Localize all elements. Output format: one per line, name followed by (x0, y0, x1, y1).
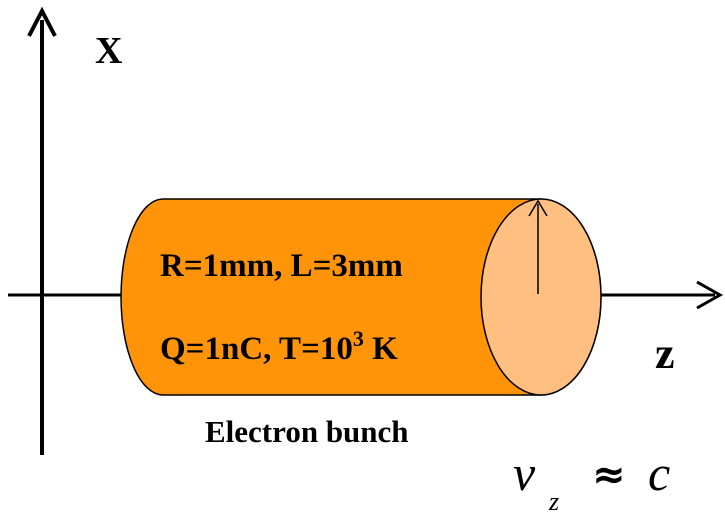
bunch-params-line1: R=1mm, L=3mm (160, 248, 403, 284)
z-axis-label: z (655, 329, 675, 378)
cylinder-end-face (480, 198, 602, 396)
params-line2-prefix: Q=1nC, T=10 (160, 331, 353, 367)
bunch-params-line2: Q=1nC, T=103 K (160, 326, 398, 367)
speed-of-light: c (648, 445, 670, 501)
velocity-relation: v z ≈ c (513, 445, 670, 516)
params-line2-suffix: K (364, 331, 398, 367)
velocity-subscript: z (548, 487, 559, 516)
x-axis (27, 6, 57, 455)
x-axis-arrowhead (27, 6, 57, 37)
params-line2-exponent: 3 (353, 326, 364, 351)
electron-bunch-cylinder (120, 198, 602, 396)
velocity-symbol: v (513, 445, 536, 501)
bunch-caption: Electron bunch (205, 414, 409, 449)
approx-symbol: ≈ (592, 452, 626, 498)
z-axis-arrowhead (696, 280, 724, 310)
radius-arrowhead (528, 199, 548, 217)
x-axis-label: X (95, 30, 122, 72)
